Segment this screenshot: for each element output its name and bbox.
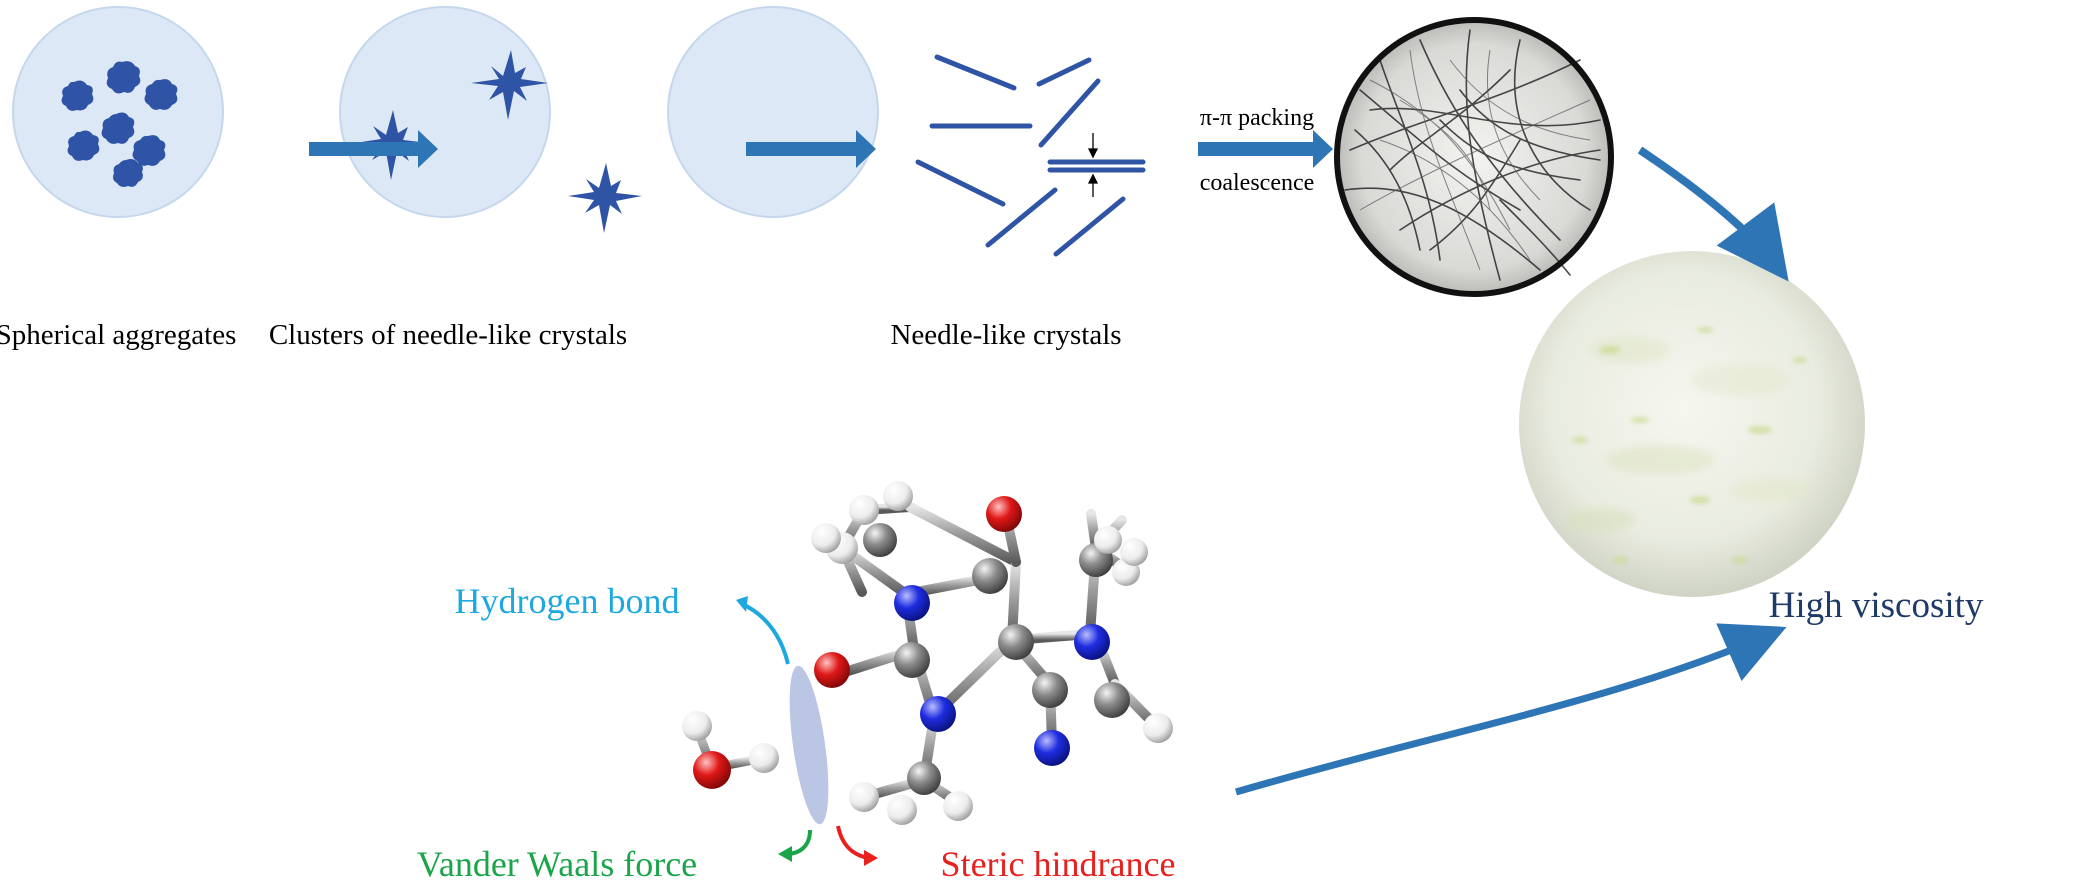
stage-label-spherical: Spherical aggregates xyxy=(0,319,236,351)
process-arrows xyxy=(309,130,1333,168)
caffeine-molecule-icon xyxy=(811,481,1173,825)
arrow-label-packing: π-π packing xyxy=(1200,105,1314,131)
stage-label-clusters: Clusters of needle-like crystals xyxy=(269,319,627,351)
stage-circle-needles xyxy=(667,6,879,218)
hydrogen-bond-label: Hydrogen bond xyxy=(455,581,680,621)
stage-circle-spherical xyxy=(12,6,224,218)
hydrogen-bond-arrowhead xyxy=(736,596,748,612)
steric-arrowhead xyxy=(864,850,878,866)
high-viscosity-label: High viscosity xyxy=(1769,585,1984,626)
spherical-aggregates-icon xyxy=(61,61,178,187)
packing-distance-marker xyxy=(1087,133,1099,197)
micrograph-image xyxy=(1334,17,1614,297)
water-molecule-icon xyxy=(682,711,779,789)
arrow-to-high-viscosity xyxy=(1235,623,1787,796)
arrow-to-gel xyxy=(1637,146,1789,282)
van-der-waals-arrowhead xyxy=(778,846,792,862)
stage-circle-clusters xyxy=(339,6,551,218)
van-der-waals-label: Vander Waals force xyxy=(417,844,697,884)
stage-label-needles: Needle-like crystals xyxy=(890,319,1121,351)
gel-photo-image xyxy=(1519,251,1865,597)
steric-hindrance-label: Steric hindrance xyxy=(941,844,1176,884)
hydrogen-bond-arrow xyxy=(741,602,790,665)
interaction-zone xyxy=(789,665,829,825)
needle-crystals-icon xyxy=(915,54,1146,257)
arrow-label-coalescence: coalescence xyxy=(1200,170,1315,196)
